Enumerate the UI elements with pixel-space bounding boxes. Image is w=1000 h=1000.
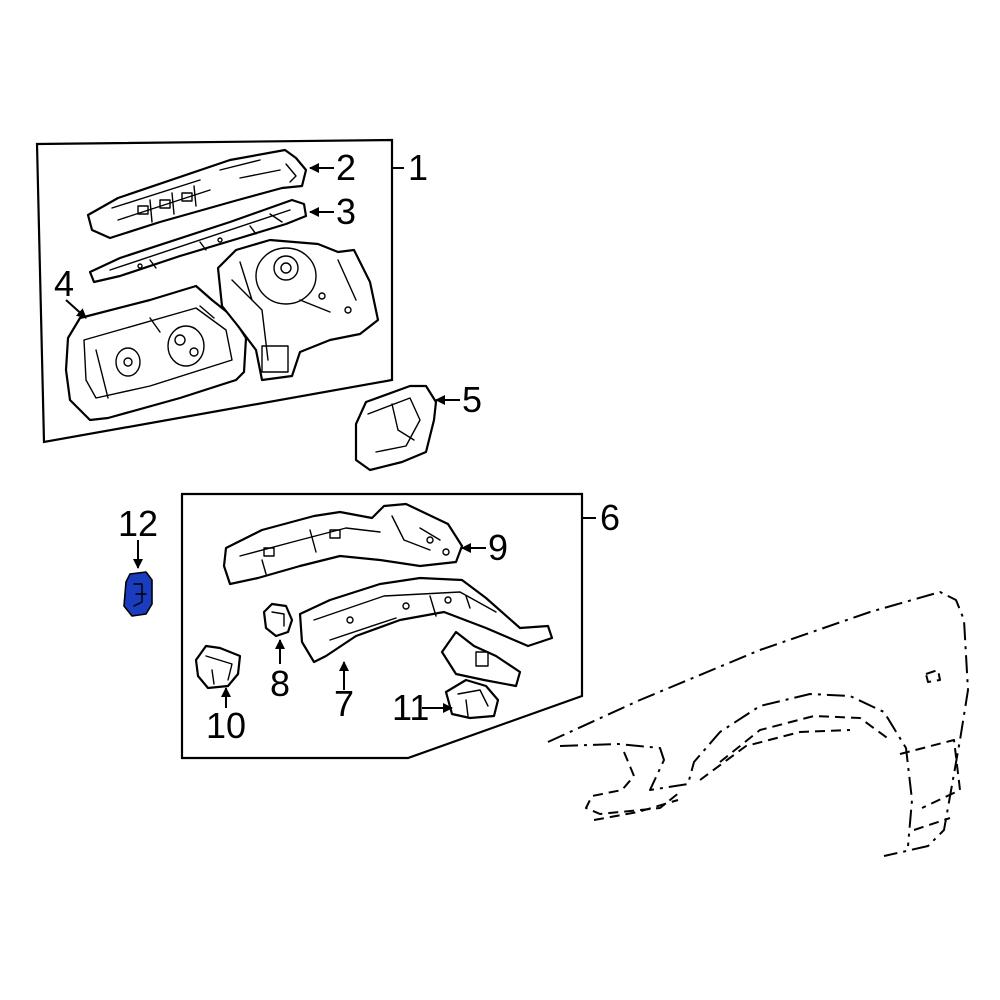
callout-8: 8 xyxy=(270,663,290,704)
callout-12: 12 xyxy=(118,503,158,544)
callout-6: 6 xyxy=(600,497,620,538)
callout-11: 11 xyxy=(392,687,429,728)
part-12-highlighted-bracket[interactable] xyxy=(123,571,153,617)
callout-5: 5 xyxy=(462,379,482,420)
callout-7: 7 xyxy=(334,683,354,724)
group-6-assembly: 6 9 7 8 xyxy=(180,492,620,760)
part-2-upper-rail[interactable] xyxy=(86,148,308,240)
part-3-lower-rail[interactable] xyxy=(88,198,308,284)
part-5-bracket[interactable] xyxy=(354,384,438,472)
group-6-outline xyxy=(180,492,584,760)
part-11-mount[interactable] xyxy=(440,630,522,720)
callout-3: 3 xyxy=(336,191,356,232)
callout-1: 1 xyxy=(408,147,428,188)
part-1-wheelhouse[interactable] xyxy=(216,238,380,382)
callout-9: 9 xyxy=(488,527,508,568)
part-4-apron-panel[interactable] xyxy=(64,284,248,422)
part-9-upper-member[interactable] xyxy=(222,502,464,586)
group-1-outline xyxy=(35,138,394,444)
part-8-clip[interactable] xyxy=(262,602,294,638)
fender-reference-outline xyxy=(547,591,969,857)
part-7-side-member[interactable] xyxy=(298,576,554,664)
part-10-bracket[interactable] xyxy=(194,644,242,690)
callout-2: 2 xyxy=(336,147,356,188)
group-1-assembly: 1 2 3 xyxy=(35,138,428,444)
callout-4: 4 xyxy=(54,263,74,304)
callout-10: 10 xyxy=(206,705,246,746)
